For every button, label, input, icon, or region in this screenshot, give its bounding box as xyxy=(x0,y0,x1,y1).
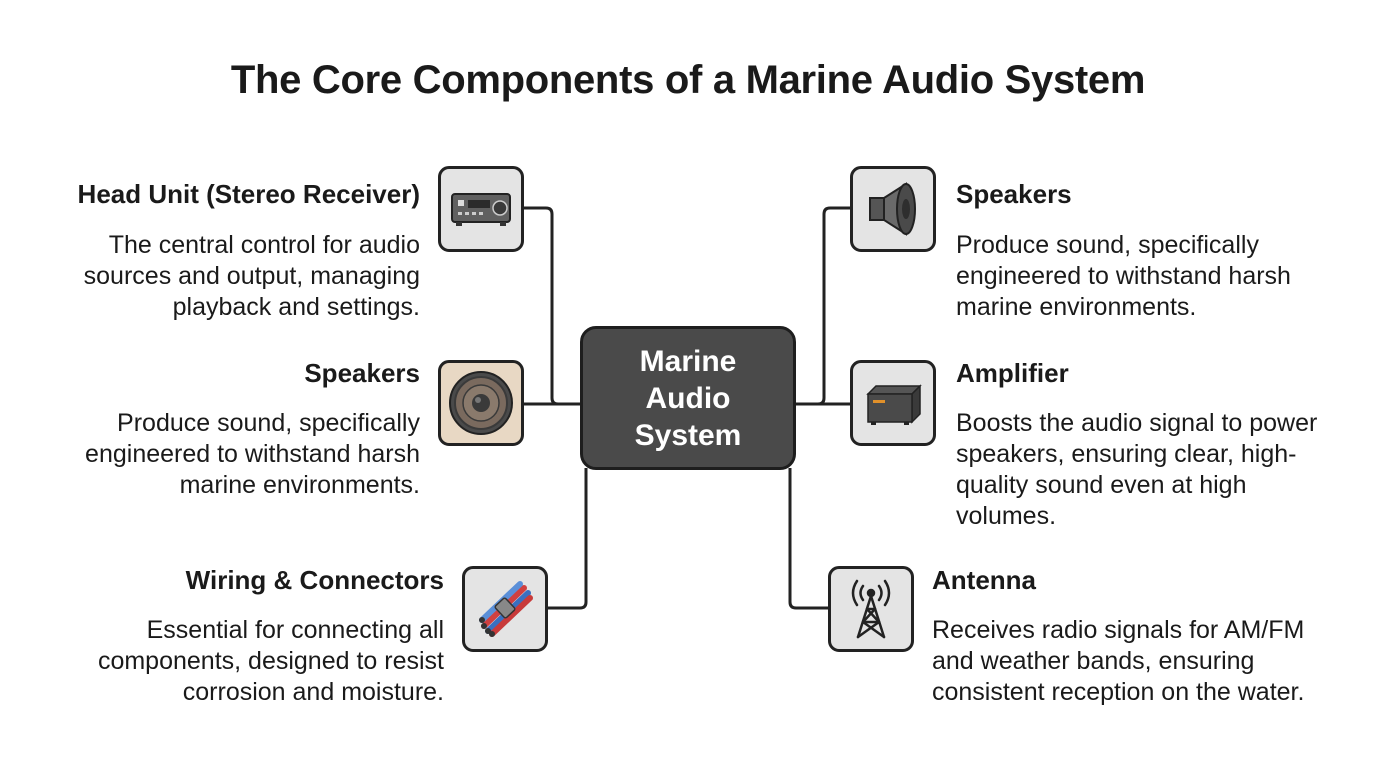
page-title: The Core Components of a Marine Audio Sy… xyxy=(230,58,1146,102)
connector-wiring xyxy=(548,468,588,610)
connector-speakers-right xyxy=(794,206,852,406)
antenna-icon xyxy=(828,566,914,652)
wiring-heading: Wiring & Connectors xyxy=(185,565,444,595)
head-unit-heading: Head Unit (Stereo Receiver) xyxy=(77,179,420,209)
cable-bundle-icon xyxy=(462,566,548,652)
center-node: Marine Audio System xyxy=(580,326,796,470)
antenna-heading: Antenna xyxy=(932,565,1036,595)
connector-head-unit xyxy=(524,206,582,406)
speakers-right-description: Produce sound, specifically engineered t… xyxy=(956,231,1291,321)
stereo-receiver-icon xyxy=(438,166,524,252)
speakers-left-description: Produce sound, specifically engineered t… xyxy=(85,409,420,499)
amplifier-icon xyxy=(850,360,936,446)
head-unit-description: The central control for audio sources an… xyxy=(83,231,420,321)
amplifier-description: Boosts the audio signal to power speaker… xyxy=(956,409,1318,530)
antenna-description: Receives radio signals for AM/FM and wea… xyxy=(932,616,1305,706)
speakers-left-heading: Speakers xyxy=(304,358,420,388)
wiring-description: Essential for connecting all components,… xyxy=(97,616,444,706)
speaker-driver-icon xyxy=(438,360,524,446)
connector-antenna xyxy=(788,468,828,610)
speakers-right-heading: Speakers xyxy=(956,179,1072,209)
speaker-icon xyxy=(850,166,936,252)
amplifier-heading: Amplifier xyxy=(956,358,1069,388)
center-label: Marine Audio System xyxy=(634,344,742,452)
